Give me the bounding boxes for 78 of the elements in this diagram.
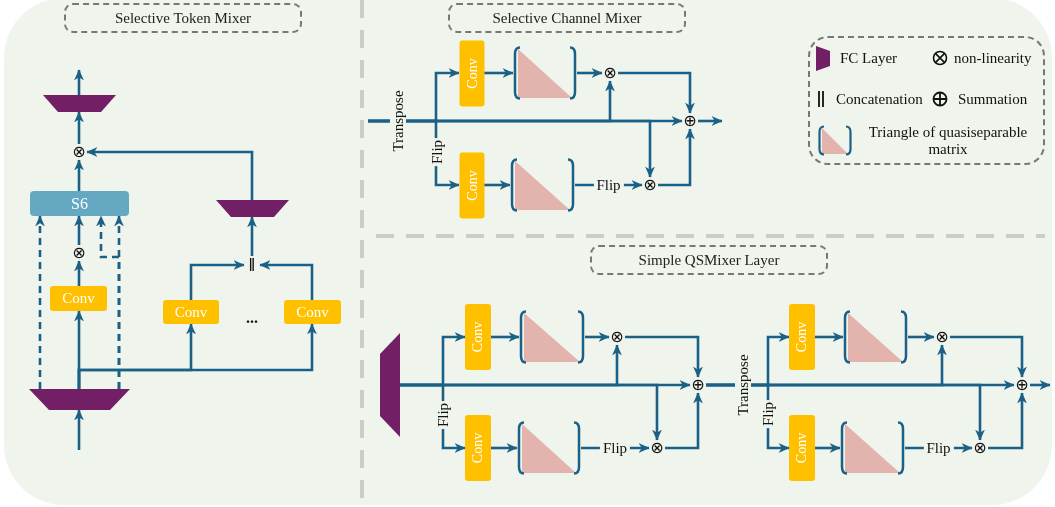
arrow — [400, 380, 691, 390]
arrow — [577, 68, 603, 78]
fc-layer-trapezoid — [29, 389, 130, 410]
arrow — [908, 332, 935, 342]
sum-symbol: ⊕ — [682, 113, 698, 129]
arrow — [988, 392, 1027, 450]
matrix-triangle-drawing — [843, 310, 908, 364]
multiply-symbol: ⊗ — [934, 329, 950, 345]
multiply-symbol: ⊗ — [649, 440, 665, 456]
conv-block: Conv — [459, 40, 484, 106]
arrow — [484, 180, 511, 190]
legend-text: Triangle of quasiseparable matrix — [867, 124, 1029, 158]
arrow — [491, 443, 518, 453]
conv-block: Conv — [465, 415, 491, 481]
dashed-arrow — [96, 215, 121, 389]
arrow — [74, 111, 84, 144]
fc-layer-trapezoid — [43, 95, 116, 112]
multiply-symbol: ⊗ — [71, 245, 87, 261]
arrow — [74, 409, 84, 450]
arrow — [74, 69, 84, 95]
arrow — [74, 260, 84, 286]
multiply-symbol: ⊗ — [71, 144, 87, 160]
conv-block: Conv — [789, 415, 815, 481]
arrow — [1030, 380, 1051, 390]
multiply-symbol: ⊗ — [972, 440, 988, 456]
arrow — [625, 335, 703, 378]
fc-layer-trapezoid — [216, 200, 289, 217]
multiply-symbol: ⊗ — [609, 329, 625, 345]
arrow — [491, 332, 520, 342]
section-title: Selective Token Mixer — [64, 3, 302, 33]
rotated-label: Flip — [435, 400, 451, 430]
rotated-label: Transpose — [390, 88, 406, 154]
legend-text: Concatenation — [836, 90, 923, 108]
arrow — [74, 215, 84, 245]
arrow — [950, 335, 1027, 378]
section-title: Selective Channel Mixer — [448, 3, 686, 33]
concat-symbol: ‖ — [244, 256, 260, 274]
arrow — [247, 216, 257, 256]
rotated-label: Flip — [429, 137, 445, 167]
arrow — [706, 380, 1015, 390]
legend-text: FC Layer — [840, 49, 898, 67]
sum-symbol: ⊕ — [1014, 377, 1030, 393]
conv-block: Conv — [459, 152, 484, 218]
section-title: Simple QSMixer Layer — [590, 245, 828, 275]
conv-block: Conv — [163, 300, 219, 324]
arrow — [665, 392, 703, 450]
arrow — [815, 332, 844, 342]
arrow — [259, 260, 314, 300]
arrow — [368, 116, 683, 126]
fc-layer-trapezoid — [380, 333, 400, 437]
matrix-triangle-drawing — [840, 421, 905, 475]
arrow — [86, 147, 254, 200]
arrow — [698, 116, 723, 126]
rotated-label: Flip — [760, 399, 776, 429]
arrow — [189, 260, 245, 300]
matrix-triangle-drawing — [519, 310, 585, 364]
arrow — [658, 128, 695, 187]
s6-block: S6 — [30, 191, 129, 216]
matrix-triangle-drawing — [513, 46, 577, 100]
multiply-symbol: ⊗ — [642, 177, 658, 193]
conv-block: Conv — [284, 300, 341, 324]
arrow — [618, 71, 695, 114]
arrow — [74, 159, 84, 191]
legend-text: non-linearity — [954, 49, 1032, 67]
arrow — [585, 332, 610, 342]
sum-symbol: ⊕ — [690, 377, 706, 393]
matrix-triangle-drawing — [517, 421, 581, 475]
dashed-arrow — [35, 215, 45, 389]
multiply-symbol: ⊗ — [602, 65, 618, 81]
arrow — [77, 323, 317, 389]
rotated-label: Transpose — [735, 352, 751, 418]
conv-block: Conv — [50, 286, 107, 311]
arrow — [815, 443, 841, 453]
matrix-triangle-drawing — [510, 158, 575, 212]
arrow — [484, 68, 514, 78]
conv-block: Conv — [465, 304, 491, 370]
legend-text: Summation — [958, 90, 1028, 108]
conv-block: Conv — [789, 304, 815, 370]
